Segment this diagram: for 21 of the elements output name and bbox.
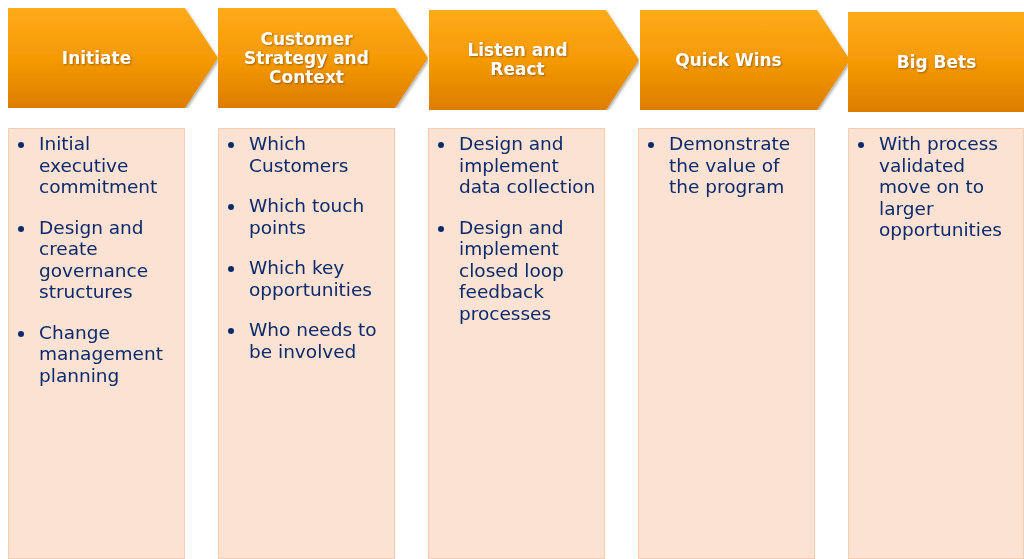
bullet-text: Which Customers bbox=[249, 133, 349, 176]
bullet-text: Design and implement closed loop feedback processes bbox=[459, 216, 564, 324]
bullet-text: With process validated move on to larger opportunities bbox=[879, 133, 1002, 240]
content-panel bbox=[848, 128, 1024, 559]
stage-title: Quick Wins bbox=[675, 50, 782, 70]
stage-title: Big Bets bbox=[896, 52, 977, 72]
bullet-text: Change management planning bbox=[39, 321, 163, 386]
stage-title: Customer Strategy and Context bbox=[243, 29, 370, 87]
bullet-text: Initial executive commitment bbox=[39, 133, 158, 197]
bullet-text: Which key opportunities bbox=[249, 257, 372, 300]
bullet-text: Design and implement data collection bbox=[459, 133, 596, 197]
bullet-text: Demonstrate the value of the program bbox=[669, 133, 791, 197]
content-panel bbox=[428, 128, 605, 559]
content-panel bbox=[638, 128, 815, 559]
content-panel bbox=[218, 128, 395, 559]
stage-title: Listen and React bbox=[466, 41, 569, 79]
stage-title: Initiate bbox=[61, 48, 132, 68]
bullet-text: Which touch points bbox=[249, 195, 365, 238]
bullet-text: Who needs to be involved bbox=[249, 319, 377, 362]
bullet-text: Design and create governance structures bbox=[39, 216, 148, 302]
content-panel bbox=[8, 128, 185, 559]
